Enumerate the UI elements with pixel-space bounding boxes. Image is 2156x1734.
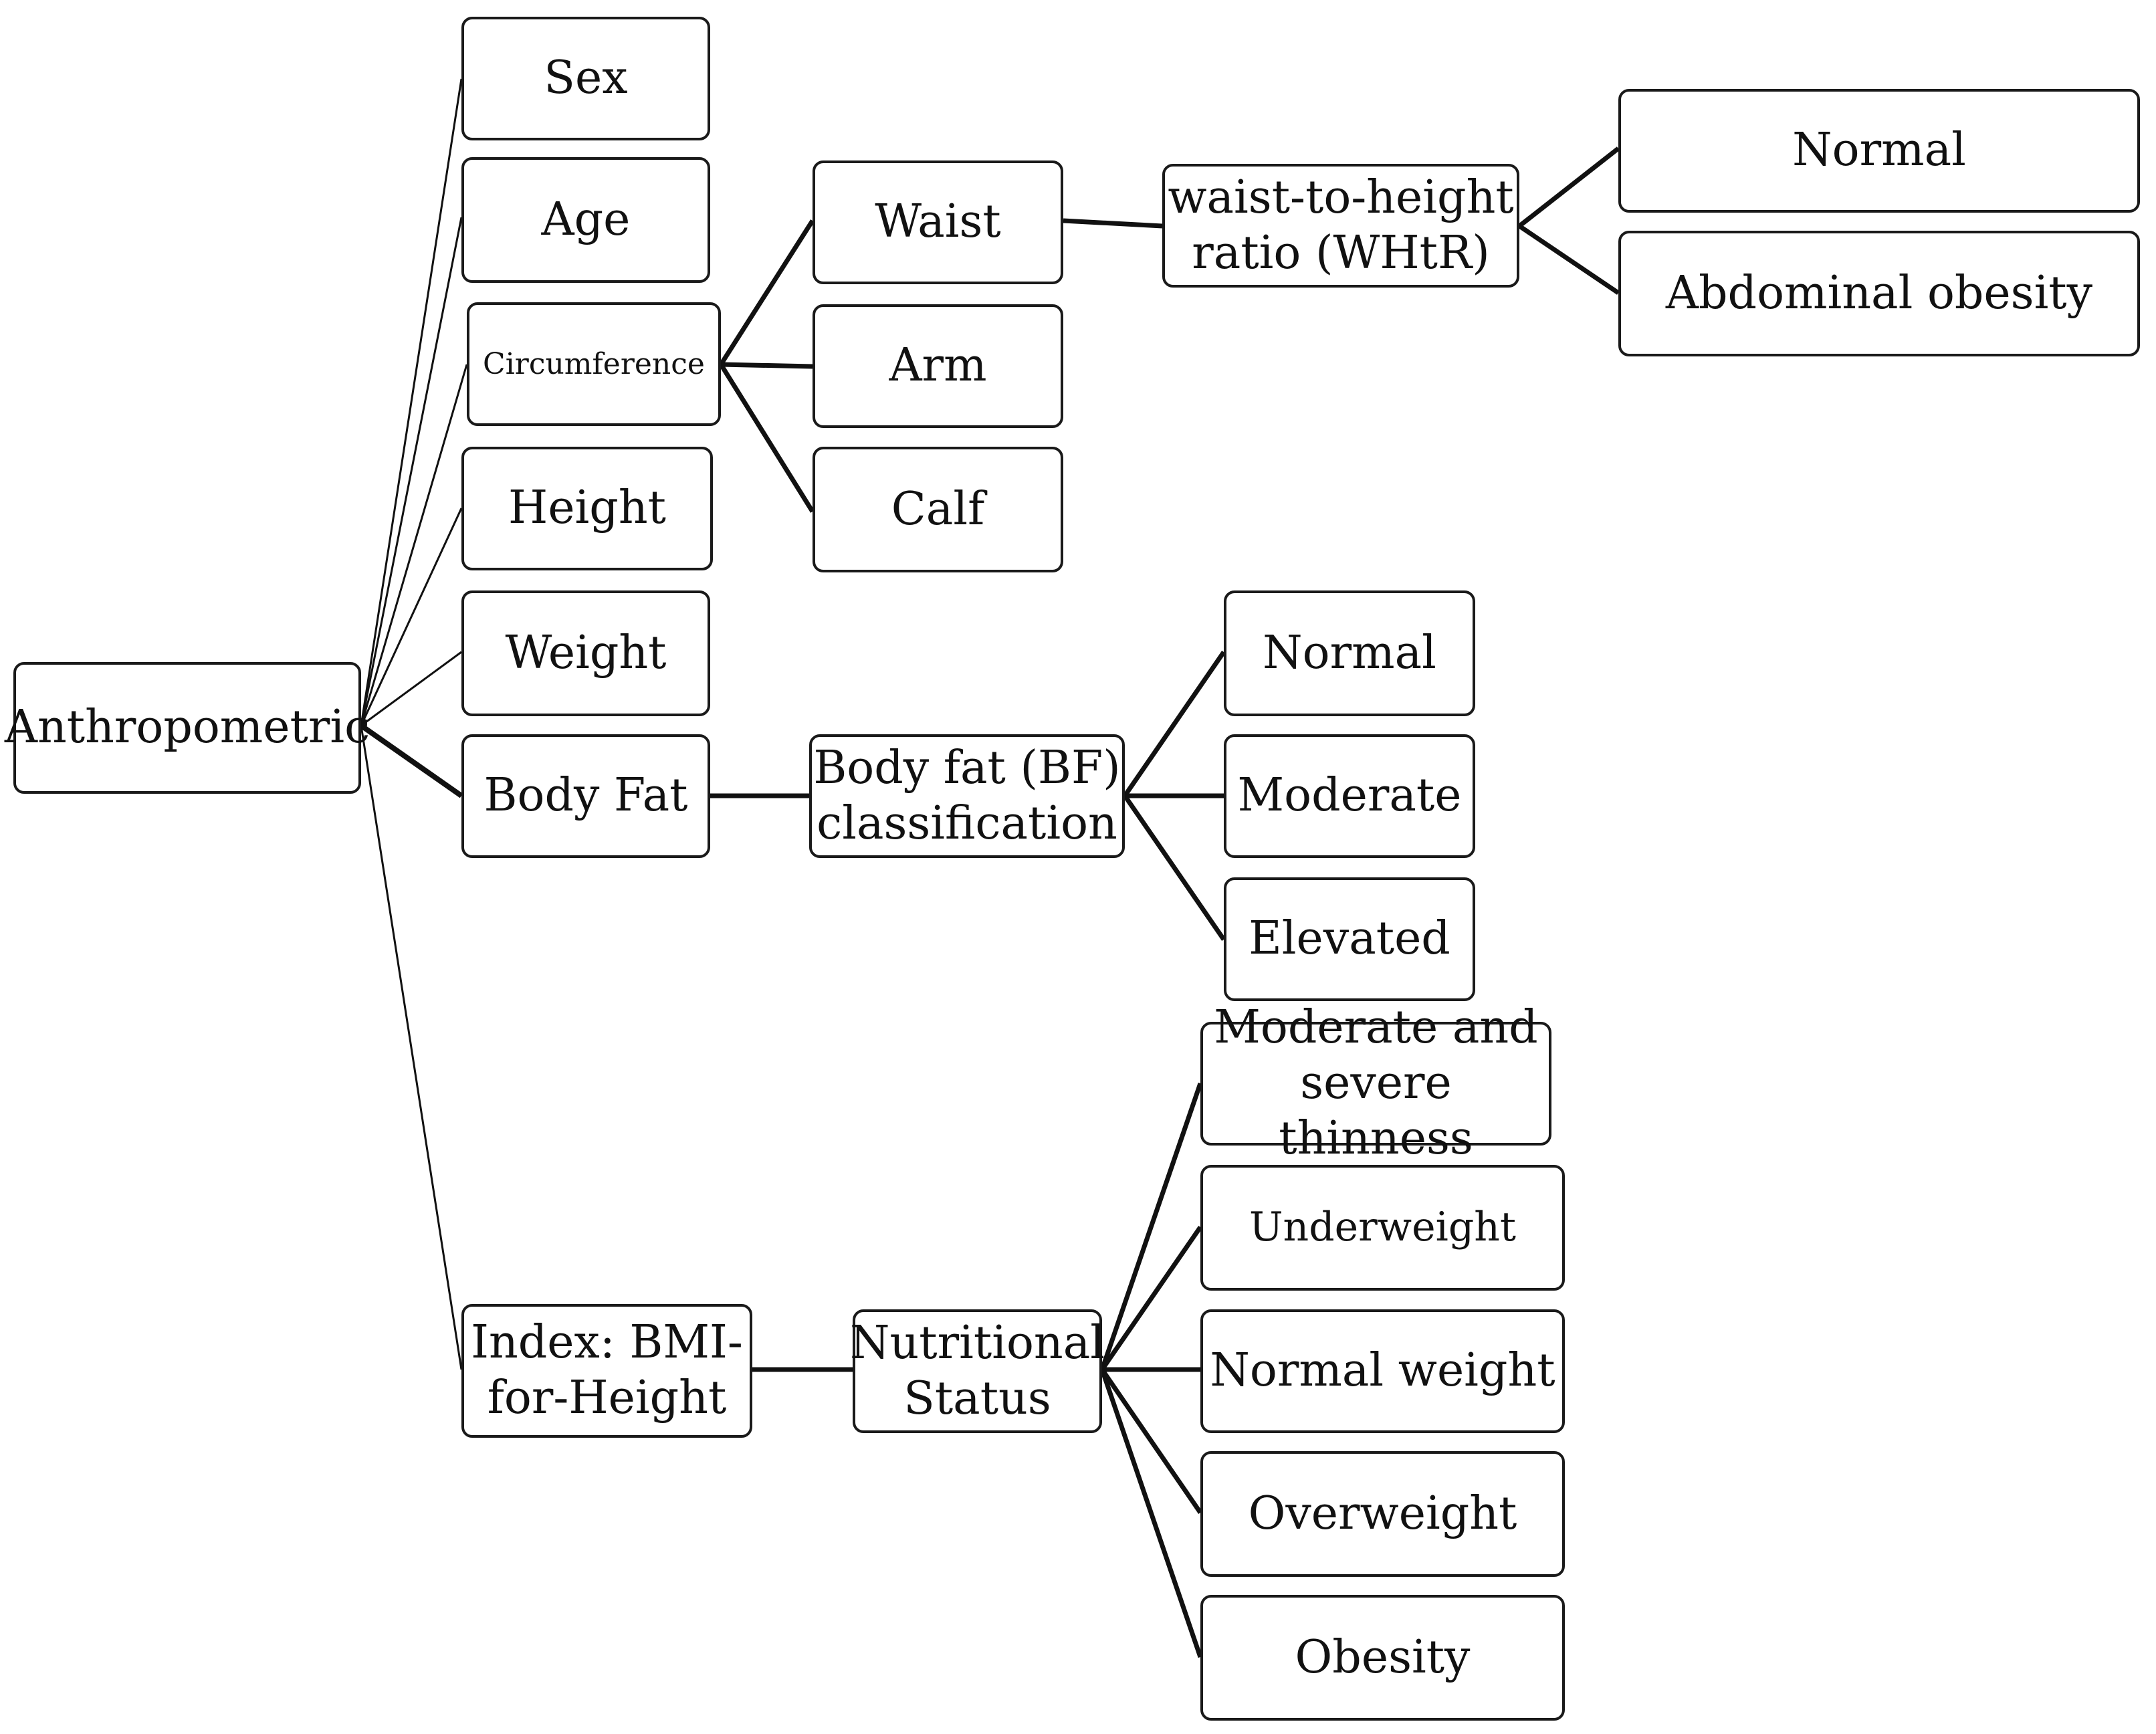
arm-node: Arm	[813, 304, 1063, 428]
bf-moderate-node: Moderate	[1224, 734, 1475, 858]
connector-bf-normal	[1123, 651, 1226, 797]
connector-waist-whtr	[1063, 218, 1163, 229]
connector-ns-overweight	[1100, 1368, 1202, 1514]
connector-root-body-fat	[359, 723, 463, 798]
connector-bf-elevated	[1123, 794, 1226, 941]
connector-whtr-abdominal-obesity	[1518, 224, 1620, 295]
whtr-normal-node: Normal	[1618, 89, 2140, 213]
body-fat-classification-node: Body fat (BF) classification	[809, 734, 1125, 858]
whtr-node: waist-to-height ratio (WHtR)	[1162, 164, 1519, 288]
root-anthropometric-node: Anthropometric	[5, 662, 370, 794]
body-fat-node: Body Fat	[461, 734, 710, 858]
bmi-index-node: Index: BMI- for-Height	[461, 1304, 752, 1438]
connector-root-height	[360, 508, 463, 726]
whtr-abdominal-obesity-node: Abdominal obesity	[1618, 231, 2140, 356]
ns-overweight-node: Overweight	[1200, 1451, 1565, 1577]
ns-thinness-node: Moderate and severe thinness	[1200, 1001, 1551, 1165]
weight-node: Weight	[461, 590, 710, 716]
connector-circumference-arm	[720, 362, 813, 369]
calf-node: Calf	[813, 447, 1063, 572]
connector-root-sex	[360, 78, 463, 726]
connector-ns-underweight	[1100, 1226, 1202, 1371]
connector-root-circumference	[360, 364, 468, 726]
sex-node: Sex	[461, 17, 710, 140]
connector-ns-thinness	[1099, 1082, 1203, 1371]
bf-elevated-node: Elevated	[1224, 877, 1475, 1001]
ns-normal-weight-node: Normal weight	[1200, 1309, 1565, 1433]
connector-circumference-waist	[719, 219, 815, 366]
ns-obesity-node: Obesity	[1200, 1595, 1565, 1721]
height-node: Height	[461, 447, 713, 570]
nutritional-status-node: Nutritional Status	[850, 1309, 1105, 1433]
circumference-node: Circumference	[467, 302, 721, 426]
connector-root-weight	[360, 651, 462, 727]
bf-normal-node: Normal	[1224, 590, 1475, 716]
connector-circumference-calf	[719, 363, 815, 513]
connector-ns-obesity	[1099, 1368, 1203, 1658]
connector-whtr-normal	[1517, 146, 1620, 228]
waist-node: Waist	[813, 160, 1063, 284]
connector-root-age	[360, 217, 463, 726]
connector-root-bmi-index	[360, 725, 463, 1370]
ns-underweight-node: Underweight	[1200, 1165, 1565, 1291]
age-node: Age	[461, 157, 710, 283]
